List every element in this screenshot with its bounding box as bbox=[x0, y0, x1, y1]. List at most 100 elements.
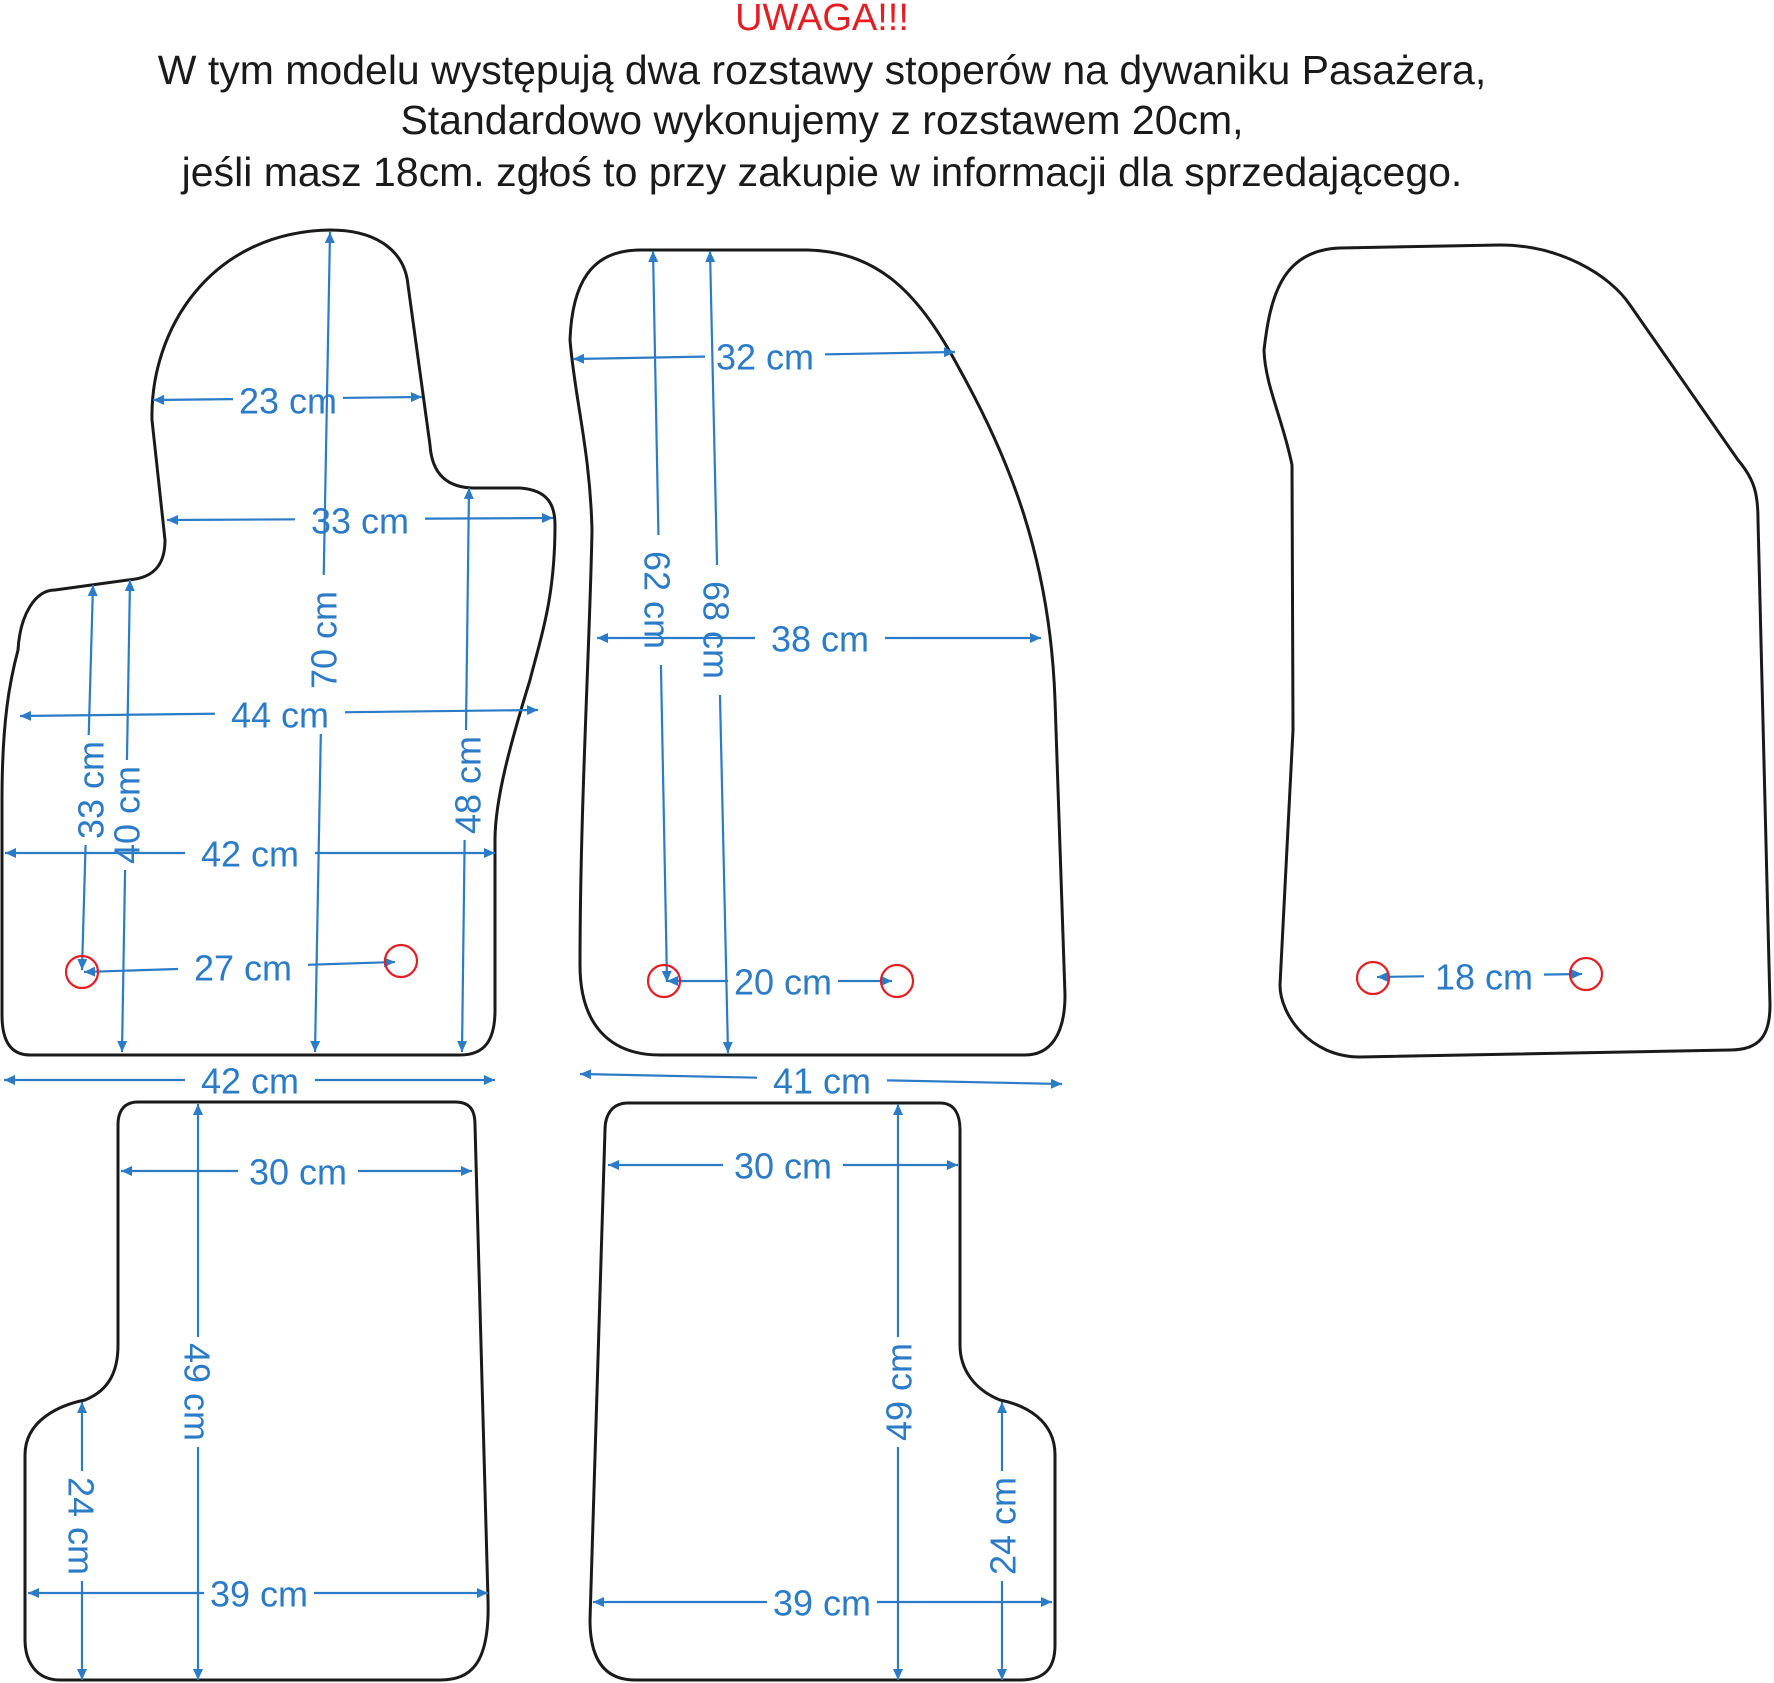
dimension-arrowhead bbox=[193, 1104, 203, 1115]
driver-stopper-left bbox=[64, 954, 100, 990]
dimension-label-group: 68 cm bbox=[696, 565, 737, 695]
dimension-arrowhead bbox=[28, 1588, 39, 1598]
dimension-arrowhead bbox=[997, 1669, 1007, 1680]
dimension-label-group: 44 cm bbox=[215, 694, 345, 736]
dimension-label-background bbox=[62, 1471, 102, 1581]
dimension-label-group: 39 cm bbox=[204, 1573, 314, 1615]
dimension-label: 18 cm bbox=[1435, 957, 1533, 998]
dimension-label-group: 42 cm bbox=[185, 1060, 315, 1102]
dimension-arrowhead bbox=[20, 710, 32, 721]
passenger-alt-stopper-left bbox=[1355, 960, 1391, 996]
dimension-label-group: 23 cm bbox=[233, 380, 343, 422]
dimension-arrowhead bbox=[947, 1160, 958, 1170]
passenger-stopper-left bbox=[646, 963, 682, 999]
driver-mat-outline bbox=[0, 228, 557, 1057]
dimension-label: 70 cm bbox=[304, 591, 345, 689]
passenger-dimension-1: 32 cm bbox=[572, 336, 956, 378]
dimension-label-background bbox=[1424, 956, 1544, 996]
dimension-label: 62 cm bbox=[637, 551, 678, 649]
dimension-arrowhead bbox=[526, 705, 538, 716]
dimension-arrowhead bbox=[77, 958, 88, 970]
dimension-label: 33 cm bbox=[71, 741, 112, 839]
driver-dimension-1: 23 cm bbox=[152, 380, 423, 422]
dimension-label: 32 cm bbox=[716, 337, 814, 378]
dimension-label: 33 cm bbox=[311, 501, 409, 542]
dimension-label-background bbox=[204, 1573, 314, 1613]
dimension-arrowhead bbox=[997, 1402, 1007, 1413]
dimension-label-background bbox=[728, 961, 838, 1001]
passenger-dimension-3: 68 cm bbox=[696, 250, 737, 1054]
dimension-label-group: 24 cm bbox=[61, 1471, 102, 1581]
dimension-arrowhead bbox=[463, 488, 474, 500]
dimension-label-background bbox=[638, 535, 678, 665]
dimension-label: 24 cm bbox=[983, 1477, 1024, 1575]
dimension-label: 49 cm bbox=[879, 1343, 920, 1441]
passenger-alt-dimension-1: 18 cm bbox=[1376, 956, 1583, 998]
passenger-stopper-right bbox=[879, 963, 915, 999]
dimension-arrowhead bbox=[457, 1040, 468, 1052]
dimension-label: 40 cm bbox=[107, 766, 148, 864]
dimension-arrowhead bbox=[124, 580, 135, 592]
dimension-arrowhead bbox=[1570, 969, 1582, 980]
dimension-arrowhead bbox=[943, 347, 955, 358]
dimension-arrowhead bbox=[648, 251, 659, 263]
dimension-arrowhead bbox=[4, 1075, 15, 1085]
dimension-arrowhead bbox=[477, 1588, 488, 1598]
rear-left-dimension-2: 49 cm bbox=[177, 1104, 218, 1680]
dimension-arrowhead bbox=[573, 353, 585, 364]
rear-right-dimension-3: 24 cm bbox=[982, 1402, 1024, 1680]
dimension-label: 30 cm bbox=[249, 1152, 347, 1193]
dimension-label-group: 39 cm bbox=[767, 1582, 877, 1624]
dimension-arrowhead bbox=[893, 1104, 903, 1115]
dimension-label-group: 30 cm bbox=[238, 1151, 358, 1193]
dimension-label-background bbox=[755, 618, 885, 658]
rear-left-dimension-1: 30 cm bbox=[121, 1151, 472, 1193]
driver-dimension-4: 44 cm bbox=[19, 694, 539, 736]
dimension-label-group: 40 cm bbox=[106, 760, 148, 870]
passenger-dimension-4: 38 cm bbox=[597, 618, 1041, 660]
dimension-arrowhead bbox=[484, 848, 495, 858]
dimension-label-group: 41 cm bbox=[757, 1060, 887, 1102]
dimension-label: 42 cm bbox=[201, 834, 299, 875]
dimension-arrowhead bbox=[153, 394, 165, 405]
dimension-label: 41 cm bbox=[773, 1061, 871, 1102]
dimension-label-group: 48 cm bbox=[447, 730, 489, 840]
dimension-arrowhead bbox=[310, 1040, 321, 1052]
dimension-label-group: 62 cm bbox=[637, 535, 678, 665]
dimension-label: 48 cm bbox=[448, 736, 489, 834]
dimension-arrowhead bbox=[1377, 971, 1389, 982]
driver-dimension-10: 42 cm bbox=[4, 1060, 495, 1102]
dimension-label-background bbox=[878, 1337, 918, 1447]
dimension-arrowhead bbox=[1030, 633, 1041, 643]
rear-right-dimension-1: 30 cm bbox=[608, 1145, 958, 1187]
dimension-label-background bbox=[723, 1145, 843, 1185]
dimension-arrowhead bbox=[593, 1597, 604, 1607]
driver-dimension-6: 40 cm bbox=[106, 579, 148, 1053]
dimension-arrowhead bbox=[87, 585, 98, 597]
dimension-label-group: 27 cm bbox=[178, 947, 308, 989]
dimension-arrowhead bbox=[77, 1402, 87, 1413]
driver-stopper-right bbox=[383, 943, 419, 979]
passenger-dimension-2: 62 cm bbox=[637, 250, 678, 983]
dimension-label: 27 cm bbox=[194, 948, 292, 989]
driver-dimension-9: 27 cm bbox=[83, 947, 396, 989]
warning-title: UWAGA!!! bbox=[735, 0, 909, 39]
dimension-arrowhead bbox=[580, 1069, 592, 1080]
dimension-arrowhead bbox=[383, 957, 395, 968]
dimension-label-background bbox=[70, 735, 110, 845]
dimension-label-group: 49 cm bbox=[878, 1337, 920, 1447]
dimension-arrowhead bbox=[121, 1166, 132, 1176]
dimension-label-background bbox=[178, 1337, 218, 1447]
dimension-arrowhead bbox=[484, 1075, 495, 1085]
dimension-arrowhead bbox=[193, 1669, 203, 1680]
dimension-arrowhead bbox=[5, 848, 16, 858]
dimension-label-background bbox=[982, 1471, 1022, 1581]
dimension-label-background bbox=[215, 694, 345, 734]
driver-dimension-3: 70 cm bbox=[303, 231, 345, 1053]
dimension-label-group: 33 cm bbox=[295, 500, 425, 542]
stopper-markers bbox=[64, 943, 1604, 999]
dimension-label-group: 38 cm bbox=[755, 618, 885, 660]
dimension-label-background bbox=[233, 380, 343, 420]
dimension-label-group: 18 cm bbox=[1424, 956, 1544, 998]
dimension-arrowhead bbox=[541, 513, 553, 524]
